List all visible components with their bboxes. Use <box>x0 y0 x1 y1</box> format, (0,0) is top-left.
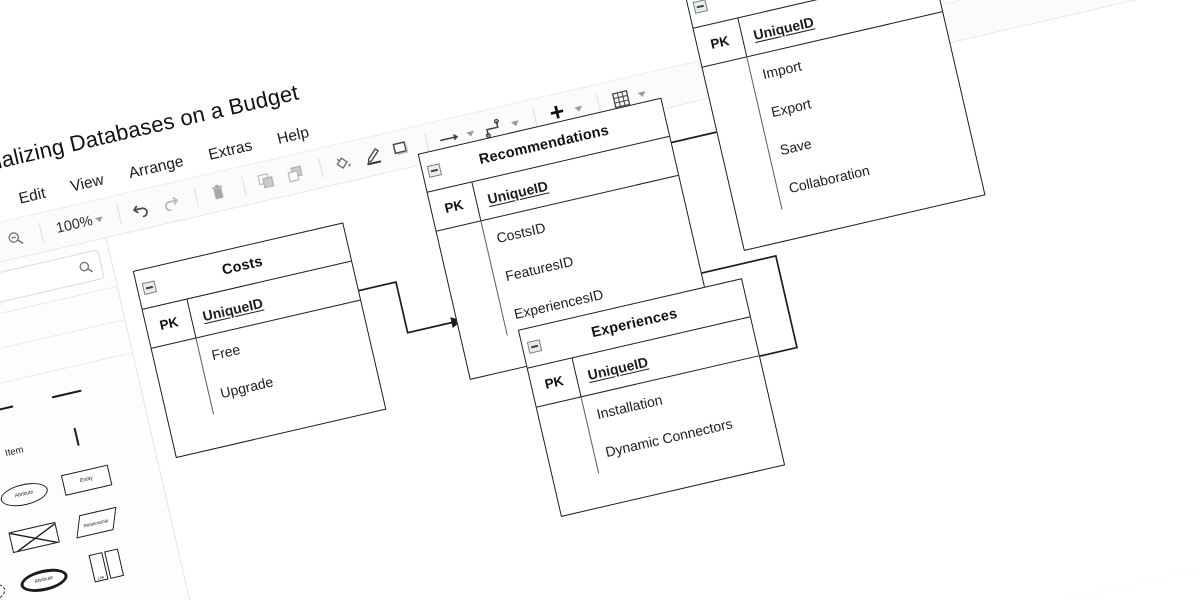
menu-item-extras[interactable]: Extras <box>206 137 255 164</box>
toolbar: 100% <box>0 0 1200 306</box>
chevron-down-icon[interactable] <box>510 119 520 127</box>
palette-shape-entity-rect-bold[interactable]: Entity <box>0 529 3 575</box>
collapse-icon[interactable] <box>426 163 443 178</box>
palette-shape-item-label[interactable]: Item <box>0 428 45 474</box>
pk-field-text: UniqueID <box>585 353 650 383</box>
palette-shape-relationship-cross[interactable] <box>3 514 65 560</box>
palette-shape-link[interactable] <box>36 371 98 417</box>
pk-field-text: UniqueID <box>751 13 816 43</box>
redo-icon[interactable] <box>155 187 186 218</box>
pk-field-text: UniqueID <box>200 294 265 324</box>
shapes-sidebar: Search Shapes General Entity Relation <box>0 238 235 600</box>
entity-title: Experiences <box>589 305 679 342</box>
palette-attribute-text: Attribute <box>34 574 54 585</box>
chevron-down-icon[interactable] <box>637 90 647 98</box>
pk-field-text: UniqueID <box>485 177 550 207</box>
palette-entity-text: Entity <box>79 475 94 485</box>
collapse-icon[interactable] <box>692 0 708 14</box>
palette-shape-ellipse-dashed[interactable]: Attribute <box>0 571 13 600</box>
undo-icon[interactable] <box>126 194 157 225</box>
palette-shape-ellipse-bold[interactable]: Attribute <box>13 557 75 600</box>
palette-relationship-text: Relationship <box>83 517 110 528</box>
to-front-icon[interactable] <box>250 165 281 196</box>
search-icon <box>77 259 94 276</box>
menu-item-edit[interactable]: Edit <box>17 184 48 208</box>
menu-item-view[interactable]: View <box>68 171 106 196</box>
palette-shape-tick[interactable] <box>46 414 108 460</box>
menu-item-arrange[interactable]: Arrange <box>127 153 186 183</box>
line-color-icon[interactable] <box>357 141 388 172</box>
chevron-down-icon[interactable] <box>574 105 584 112</box>
palette-shape-ellipse-attribute-2[interactable]: Attribute <box>0 471 55 517</box>
palette-attribute-text: Attribute <box>14 489 34 500</box>
palette-shape-diamond-relationship[interactable]: Relationship <box>65 500 127 546</box>
shape-palette: Item Attribute Attribute Entity Entity E… <box>0 353 193 600</box>
fill-color-icon[interactable] <box>327 147 358 178</box>
menu-item-help[interactable]: Help <box>275 124 311 148</box>
entity-title: Costs <box>220 253 265 279</box>
collapse-icon[interactable] <box>526 339 543 354</box>
toolbar-separator <box>116 204 123 225</box>
zoom-out-icon[interactable] <box>0 223 31 254</box>
delete-icon[interactable] <box>203 176 234 207</box>
chevron-down-icon[interactable] <box>466 130 476 137</box>
toolbar-separator <box>318 158 324 178</box>
shadow-icon[interactable] <box>386 134 417 165</box>
palette-item-text: Item <box>3 443 25 459</box>
zoom-level-label[interactable]: 100% <box>54 212 95 237</box>
palette-list-text: List <box>97 574 105 581</box>
entity-features[interactable]: Features PK UniqueID Import Export Save <box>683 0 986 252</box>
to-back-icon[interactable] <box>280 158 311 189</box>
toolbar-separator <box>38 222 44 243</box>
palette-shape-divider[interactable] <box>0 386 35 432</box>
chevron-down-icon[interactable] <box>94 215 104 223</box>
toolbar-separator <box>241 175 247 196</box>
palette-shape-list-pair[interactable]: List <box>75 543 137 589</box>
palette-shape-entity-rect[interactable]: Entity <box>55 457 117 503</box>
toolbar-separator <box>193 186 200 207</box>
search-shapes-box[interactable]: Search Shapes <box>0 249 105 342</box>
collapse-icon[interactable] <box>141 280 158 295</box>
connection-arrow-icon[interactable] <box>434 123 465 154</box>
entity-costs[interactable]: Costs PK UniqueID Free Upgrade <box>132 222 387 459</box>
